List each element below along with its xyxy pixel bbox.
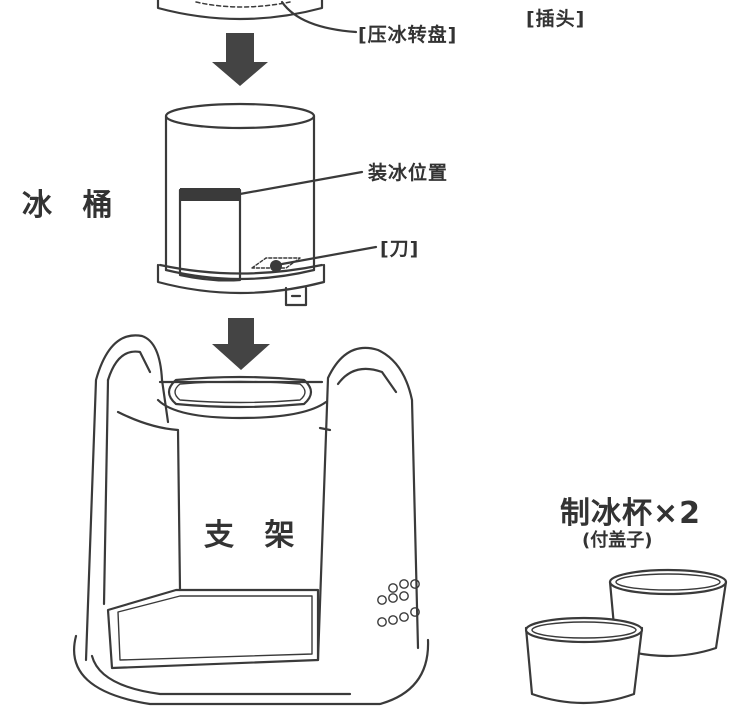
ice-cup-front — [524, 616, 644, 705]
stand — [73, 334, 430, 706]
press-disc — [156, 0, 324, 21]
press-disc-leader-line — [280, 0, 358, 34]
ice-bucket — [156, 102, 326, 307]
label-blade: [刀] — [380, 238, 420, 260]
down-arrow-top — [212, 33, 268, 86]
ice-position-leader-line — [238, 170, 364, 196]
label-ice-position: 装冰位置 — [368, 162, 449, 184]
label-cups-note: (付盖子) — [582, 530, 653, 551]
blade-leader-line — [280, 245, 378, 266]
label-press-disc: [压冰转盘] — [358, 24, 458, 46]
label-ice-bucket: 冰 桶 — [22, 188, 123, 223]
down-arrow-middle — [212, 318, 270, 370]
label-stand: 支 架 — [204, 518, 305, 553]
label-cups: 制冰杯×2 — [560, 496, 702, 531]
label-plug: [插头] — [526, 8, 586, 30]
